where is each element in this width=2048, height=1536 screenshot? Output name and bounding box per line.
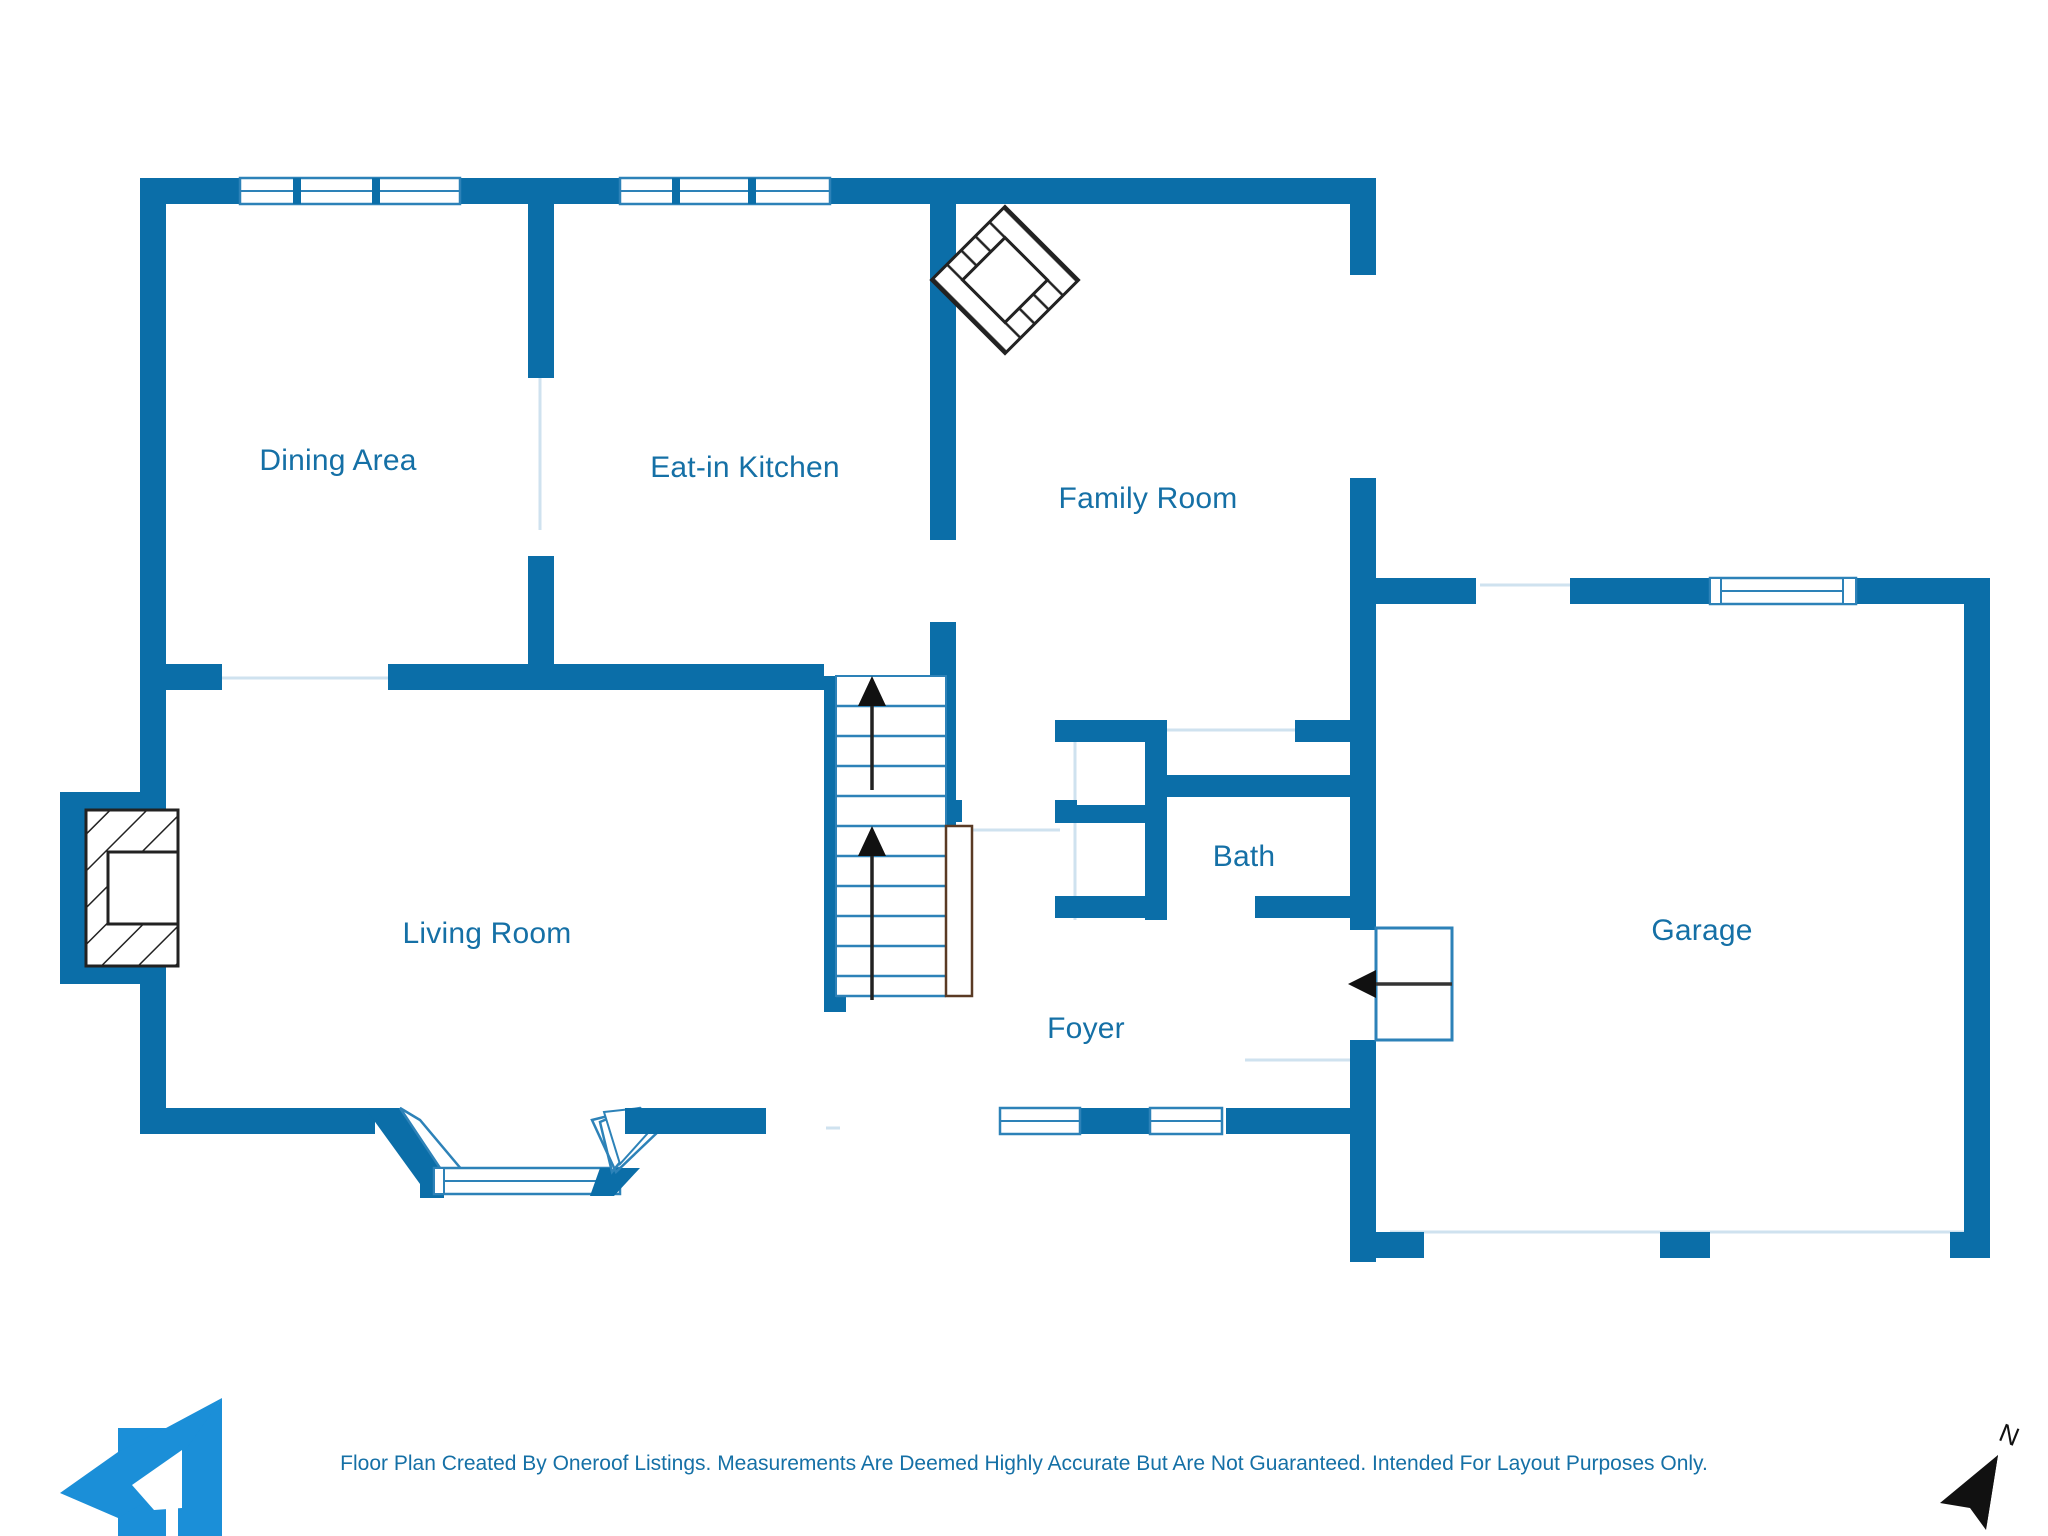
room-label-garage: Garage [1651,914,1752,947]
room-label-eat-in-kitchen: Eat-in Kitchen [650,451,840,484]
garage-entry-door [1348,926,1454,1042]
wall-garage-south-c [1950,1232,1990,1258]
wall-kitchen-family-upper [930,190,956,536]
wall-dining-living [528,556,554,680]
wall-family-east-low [1350,718,1376,918]
window-north-group [238,176,832,206]
wall-living-north-b [554,664,824,690]
wall-family-east-top [1350,178,1376,268]
wall-south-left [140,1108,375,1134]
wall-north-3 [830,178,1350,204]
wall-living-north-a [388,664,554,690]
wall-family-east-mid [1350,478,1376,738]
wall-west-upper [140,178,166,678]
wall-garage-north-a [1376,578,1476,604]
stair-arrow-up-2 [858,826,886,1000]
wall-south-foyer [1226,1108,1354,1134]
wall-south-mid [636,1108,766,1134]
wall-garage-south-a [1376,1232,1424,1258]
room-label-bath: Bath [1213,840,1276,873]
wall-living-north-stub [140,664,222,690]
wall-garage-south-b [1660,1232,1710,1258]
window-south-group [998,1106,1224,1136]
fireplace-living-room [84,808,180,968]
wall-bath-ne [1295,720,1355,742]
room-label-dining-area: Dining Area [259,444,416,477]
door-swing-arrow [1348,970,1376,998]
brand-logo [60,1398,222,1536]
wall-bay-right-stub [625,1108,639,1134]
wall-west-lower [140,960,166,1120]
room-labels: Dining Area Eat-in Kitchen Family Room L… [259,444,1752,1045]
window-garage-north [1708,576,1858,606]
wall-bath-north-a [1055,720,1165,742]
wall-family-east-jog [1350,265,1376,275]
stair-railing [944,824,974,998]
stair-arrow-up-1 [858,676,886,790]
fireplace-family-room [929,204,1081,356]
wall-bath-north-b [1165,775,1355,797]
wall-fireplace-west [60,792,86,984]
wall-garage-north-b [1570,578,1710,604]
footer-disclaimer: Floor Plan Created By Oneroof Listings. … [340,1452,1708,1475]
room-label-living-room: Living Room [403,917,572,950]
wall-garage-east [1964,578,1990,1232]
staircase [835,675,974,1000]
compass-needle-tail [1940,1455,1998,1530]
fireplace-firebox-diamond [960,235,1050,325]
wall-garage-west-lower [1350,1040,1376,1262]
wall-group [60,176,1990,1262]
wall-dining-kitchen [528,178,554,378]
wall-bath-south-a [1055,896,1167,918]
room-label-family-room: Family Room [1059,482,1238,515]
fireplace-firebox [106,850,180,926]
room-label-foyer: Foyer [1047,1012,1125,1045]
wall-kitchen-family-joint [930,530,956,540]
wall-hall-south [1055,805,1167,823]
wall-bath-south-b [1255,896,1355,918]
